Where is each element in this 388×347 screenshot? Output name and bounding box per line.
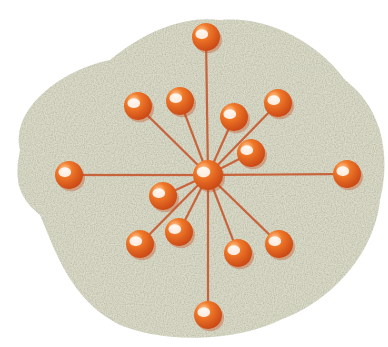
spoke-line (208, 174, 347, 175)
atom-highlight (197, 167, 211, 178)
atom-highlight (130, 236, 143, 246)
atom-highlight (153, 188, 166, 198)
atom-highlight (198, 307, 211, 317)
atom-highlight (337, 166, 350, 176)
atom-highlight (170, 93, 183, 103)
atom-highlight (196, 29, 209, 39)
atom-highlight (269, 236, 282, 246)
atom-highlight (224, 109, 237, 119)
atom-highlight (241, 145, 254, 155)
atom-highlight (228, 245, 241, 255)
atom-highlight (268, 95, 281, 105)
atom-highlight (59, 167, 72, 177)
atom-highlight (128, 98, 141, 108)
atom-highlight (169, 224, 182, 234)
